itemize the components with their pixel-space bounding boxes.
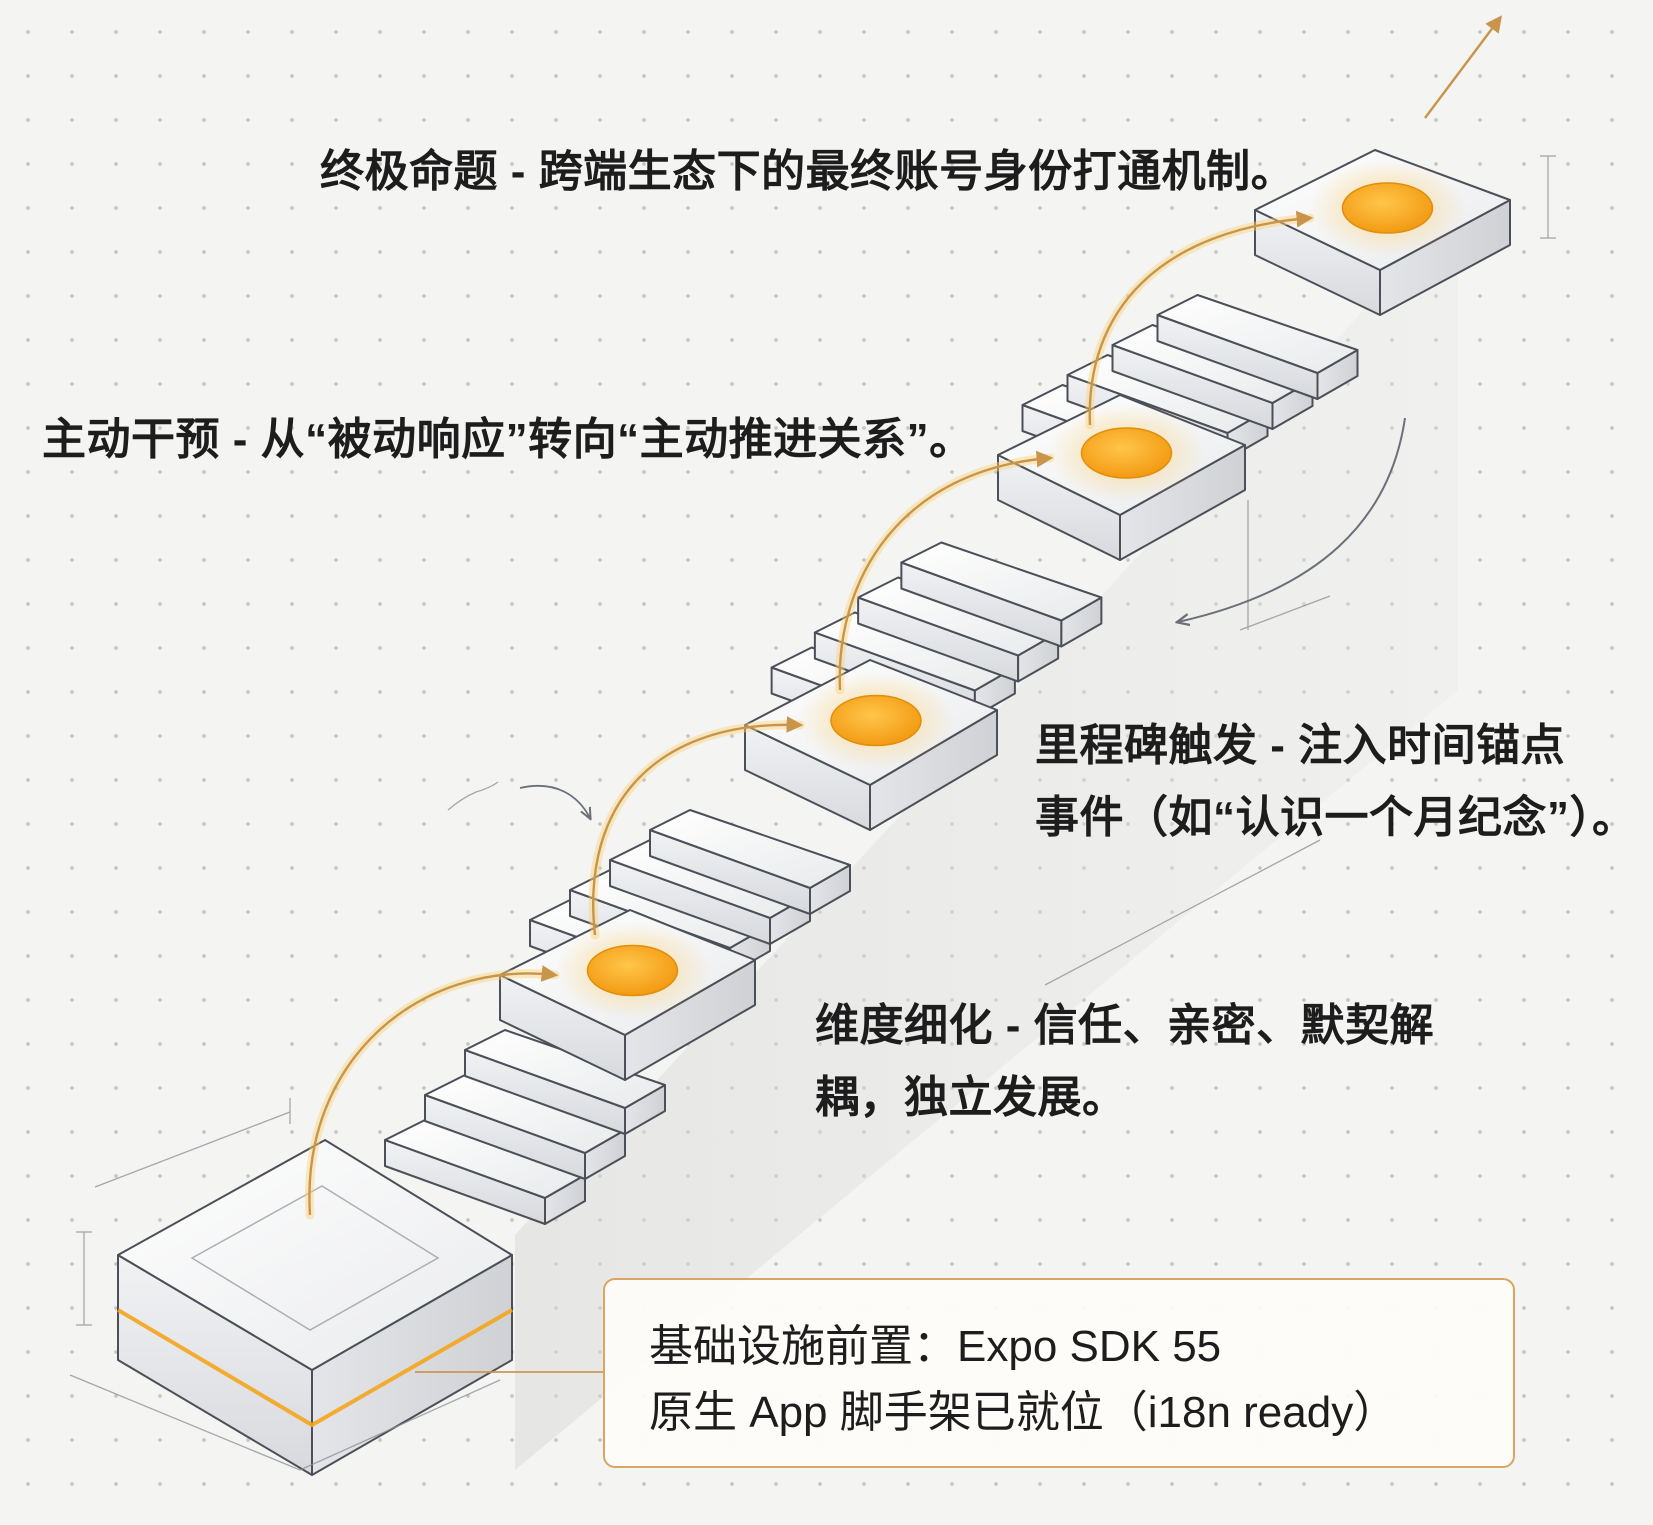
- milestone-node-icon: [1341, 182, 1434, 234]
- milestone-landing-1: [499, 909, 756, 1081]
- dimension-sketch-marks: [69, 155, 1556, 1471]
- label-dimension-line1: 维度细化 - 信任、亲密、默契解: [815, 1001, 1435, 1050]
- info-box-line1: 基础设施前置：Expo SDK 55: [649, 1322, 1222, 1371]
- label-milestone-line2: 事件（如“认识一个月纪念”）。: [1035, 793, 1637, 842]
- label-milestone-trigger: 里程碑触发 - 注入时间锚点 事件（如“认识一个月纪念”）。: [1035, 710, 1637, 854]
- milestone-node-icon: [830, 694, 922, 747]
- infrastructure-info-box: 基础设施前置：Expo SDK 55 原生 App 脚手架已就位（i18n re…: [603, 1278, 1515, 1468]
- step-run-2-4: [900, 541, 1103, 648]
- label-active-intervention: 主动干预 - 从“被动响应”转向“主动推进关系”。: [42, 415, 974, 464]
- info-box-line2: 原生 App 脚手架已就位（i18n ready）: [649, 1388, 1398, 1437]
- step-base-3: [384, 1119, 586, 1225]
- milestone-landing-3: [997, 394, 1246, 561]
- arrow-up-right-icon: [1424, 15, 1503, 119]
- small-curved-arrow-icon: [519, 784, 590, 818]
- step-run-3-4: [1156, 294, 1359, 400]
- staircase: [116, 149, 1511, 1476]
- curved-return-arrow-icon: [1178, 417, 1406, 622]
- label-ultimate-goal: 终极命题 - 跨端生态下的最终账号身份打通机制。: [320, 147, 1296, 196]
- base-platform: [116, 1139, 513, 1476]
- progress-arrow-3: [838, 450, 1054, 691]
- progress-arrows: [304, 210, 1315, 1220]
- staircase-shadow: [515, 265, 1458, 1470]
- label-dimension-line2: 耦，独立发展。: [815, 1073, 1127, 1122]
- milestone-node-icon: [586, 944, 679, 997]
- progress-arrow-1: [308, 965, 559, 1216]
- base-glow-band: [116, 1308, 513, 1428]
- progress-arrow-2: [592, 716, 804, 936]
- milestone-landing-2: [744, 659, 998, 831]
- step-run-3-3: [1111, 324, 1314, 430]
- progress-arrow-4: [1088, 210, 1314, 426]
- milestone-node-icon: [1080, 427, 1173, 479]
- step-run-1-4: [649, 809, 851, 915]
- label-milestone-line1: 里程碑触发 - 注入时间锚点: [1035, 721, 1566, 770]
- label-dimension-refinement: 维度细化 - 信任、亲密、默契解 耦，独立发展。: [815, 990, 1434, 1134]
- step-base-1: [464, 1029, 666, 1135]
- milestone-landing-4: [1254, 149, 1511, 316]
